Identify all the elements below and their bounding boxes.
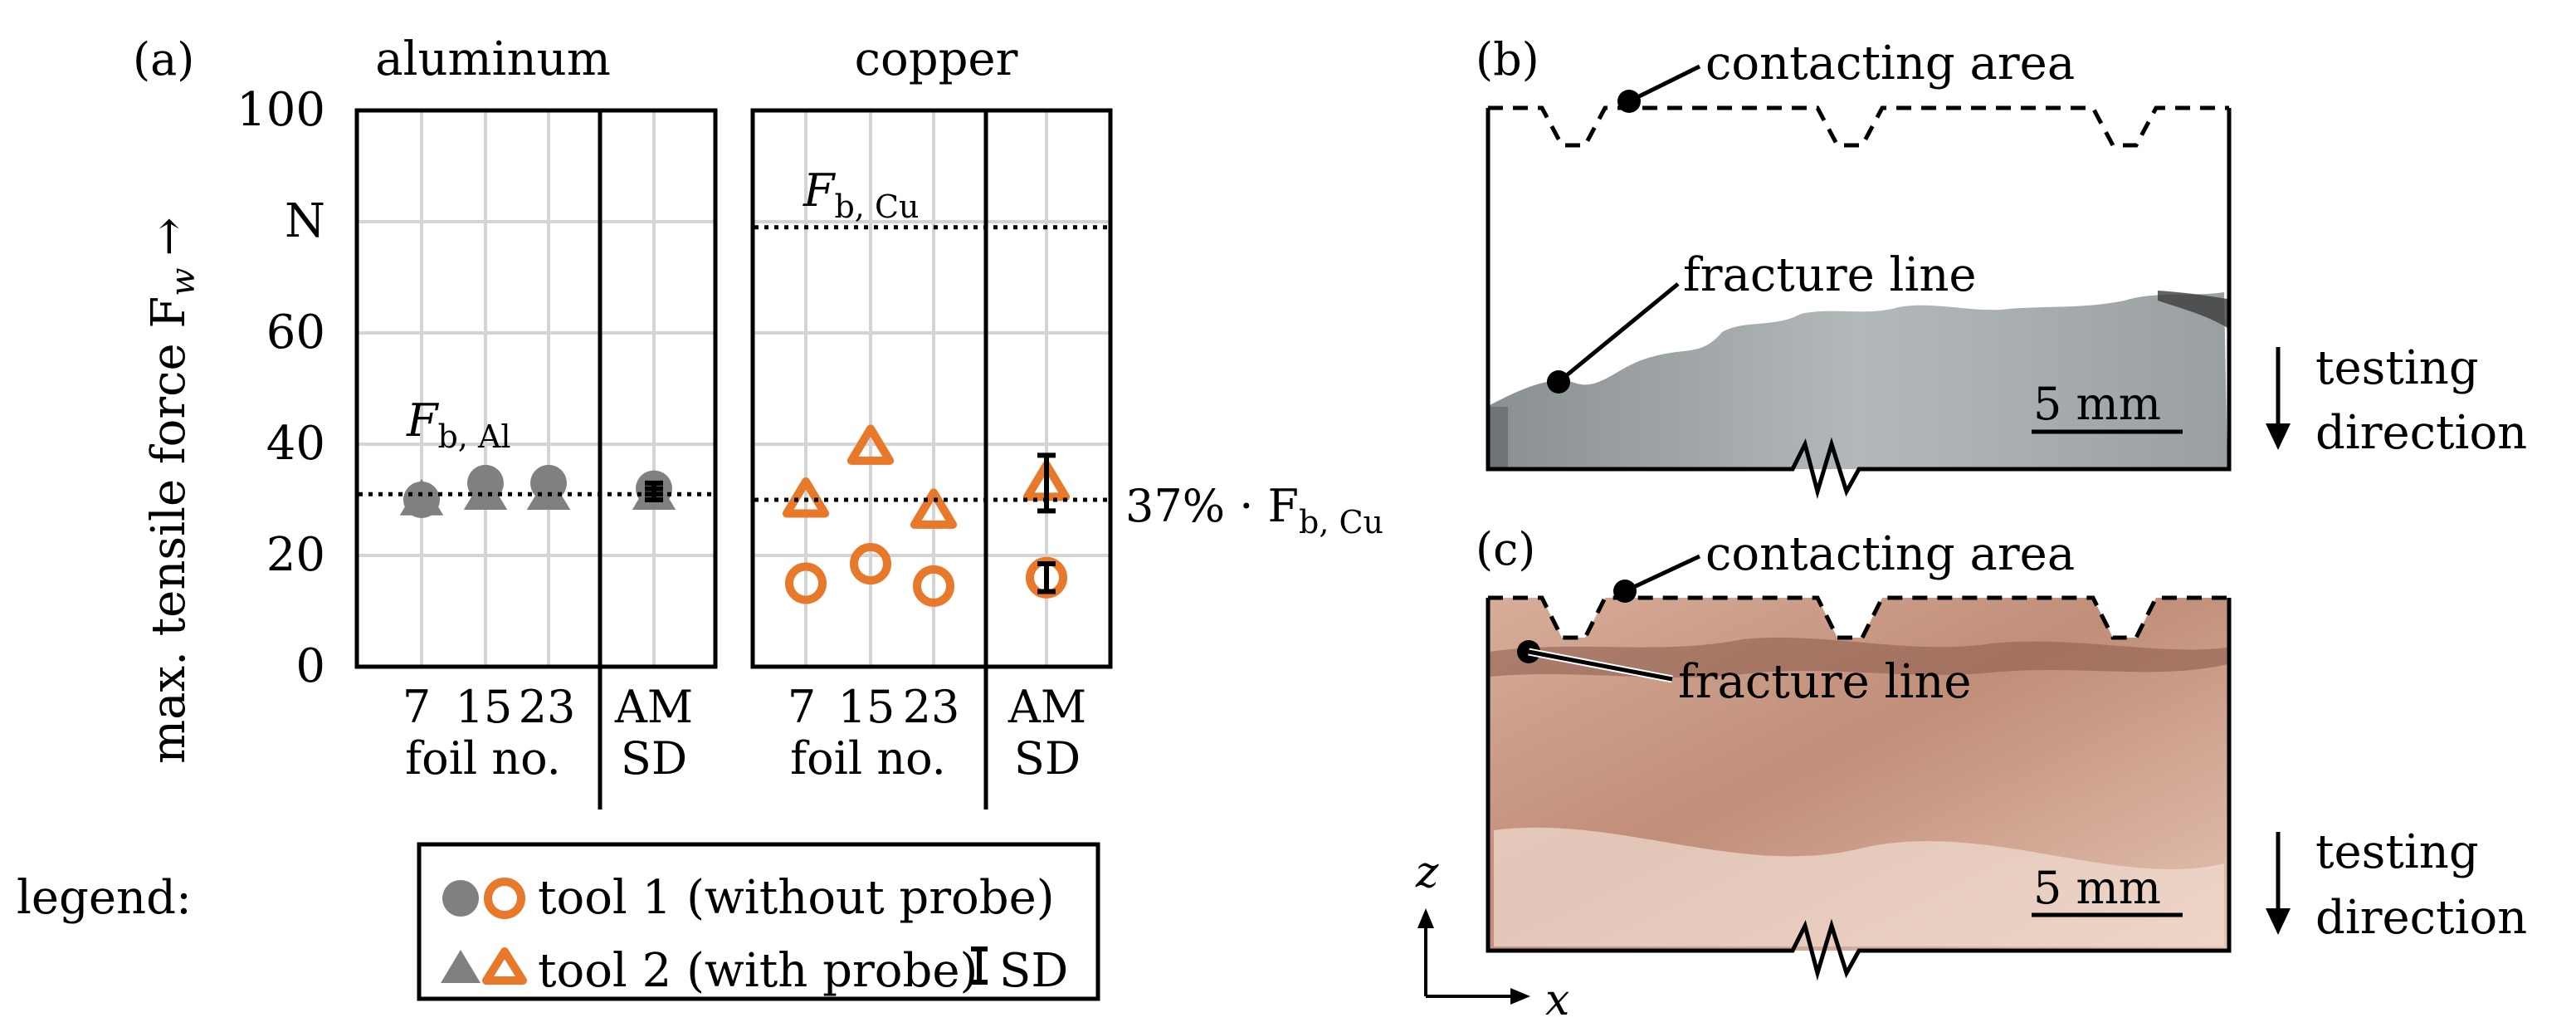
legend-prefix: legend: [17, 871, 192, 925]
category-label: 7 [788, 681, 816, 733]
error-bar-icon [971, 946, 988, 985]
data-point-tool2 [910, 488, 958, 529]
leader-line [1528, 649, 1673, 682]
ref-label-fb-cu: Fb, Cu [803, 164, 920, 225]
legend-frame [417, 842, 1100, 1001]
open-circle-marker-icon [484, 878, 525, 919]
panel-b-label: (b) [1476, 33, 1539, 86]
summary-caption-line1: AM [614, 681, 693, 733]
photo-shadow [2158, 291, 2227, 328]
mean-point-tool1 [1026, 556, 1067, 599]
data-point-tool2 [782, 477, 830, 518]
category-labels-aluminum: 7 15 23 foil no. AM SD [402, 681, 693, 785]
y-axis-label-subscript: w [164, 267, 202, 296]
category-caption: foil no. [405, 732, 561, 785]
panel-a-label: (a) [133, 33, 194, 86]
group-title-copper: copper [855, 32, 1018, 86]
category-label: 23 [903, 681, 960, 733]
down-arrow-icon [2266, 832, 2291, 935]
leader-line [1627, 64, 1701, 104]
error-bar [645, 486, 663, 502]
y-tick-label: 60 [266, 306, 325, 359]
category-caption: foil no. [790, 732, 946, 785]
axis-label-x: x [1545, 976, 1569, 1025]
panel-c: (c) contacting area fracture line 5 mm t… [1415, 523, 2527, 1025]
plot-frame [750, 108, 1113, 669]
fracture-zone-photo [1490, 637, 2227, 678]
data-point-tool1 [403, 482, 440, 518]
y-tick-label: 20 [266, 528, 325, 582]
specimen-outline [1486, 108, 2232, 500]
y-axis-label-text: max. tensile force F [142, 296, 196, 764]
specimen-photo-aluminum [1490, 292, 2227, 469]
legend-tool2: tool 2 (with probe) [538, 944, 978, 998]
testing-direction-line2: direction [2315, 406, 2527, 460]
category-label: 7 [402, 681, 431, 733]
testing-direction-line2: direction [2315, 891, 2527, 945]
data-point-tool1 [913, 565, 954, 607]
axis-label-z: z [1415, 848, 1439, 897]
panel-c-label: (c) [1476, 523, 1535, 575]
photo-edge [1490, 407, 1508, 469]
category-label: 15 [838, 681, 895, 733]
open-triangle-marker-icon [482, 947, 527, 985]
y-tick-label: 40 [266, 417, 325, 471]
legend-sd: SD [999, 944, 1068, 998]
plot-frame [354, 108, 718, 669]
testing-direction-line1: testing [2315, 341, 2479, 395]
data-point-tool2 [846, 424, 895, 465]
coordinate-axes-icon [1417, 908, 1530, 1005]
legend-tool1: tool 1 (without probe) [538, 871, 1055, 925]
ref-label-37pct-fb-cu: 37% · Fb, Cu [1125, 480, 1383, 540]
category-label: 15 [456, 681, 513, 733]
contact-profile-dashed [1488, 105, 2229, 148]
annotation-fracture-line: fracture line [1683, 248, 1977, 302]
summary-caption-line2: SD [621, 732, 687, 785]
y-axis-label: max. tensile force Fw → [142, 218, 202, 764]
contact-profile-dashed [1488, 595, 2229, 640]
filled-triangle-marker-icon [441, 950, 481, 983]
category-label: 23 [519, 681, 576, 733]
down-arrow-icon [2266, 347, 2291, 450]
y-unit-label: N [285, 194, 325, 248]
group-title-aluminum: aluminum [375, 32, 611, 86]
panel-b: (b) contacting area fracture line 5 mm t… [1476, 33, 2527, 500]
plot-aluminum [354, 108, 718, 809]
data-point-tool1 [467, 464, 504, 501]
scale-bar-label: 5 mm [2033, 378, 2161, 430]
data-point-tool1 [785, 562, 827, 604]
annotation-contacting-area: contacting area [1705, 37, 2075, 90]
legend: legend: tool 1 (without probe) tool 2 (w… [17, 842, 1100, 1001]
error-bar [1037, 561, 1056, 594]
testing-direction-line1: testing [2315, 825, 2479, 879]
category-labels-copper: 7 15 23 foil no. AM SD [788, 681, 1086, 785]
scale-bar-label: 5 mm [2033, 862, 2161, 914]
y-axis-arrow-icon: → [142, 218, 196, 257]
y-tick-label: 100 [237, 83, 325, 137]
summary-caption-line2: SD [1014, 732, 1081, 785]
filled-circle-marker-icon [442, 880, 479, 917]
leader-line [1623, 554, 1701, 594]
annotation-contacting-area: contacting area [1705, 527, 2075, 581]
specimen-outline [1486, 598, 2232, 981]
ref-label-fb-al: Fb, Al [406, 394, 511, 455]
data-point-tool1 [850, 543, 891, 585]
summary-caption-line1: AM [1007, 681, 1086, 733]
annotation-fracture-line: fracture line [1678, 655, 1972, 709]
leader-line [1557, 282, 1680, 384]
y-tick-label: 0 [295, 639, 325, 693]
plot-copper [750, 108, 1113, 809]
